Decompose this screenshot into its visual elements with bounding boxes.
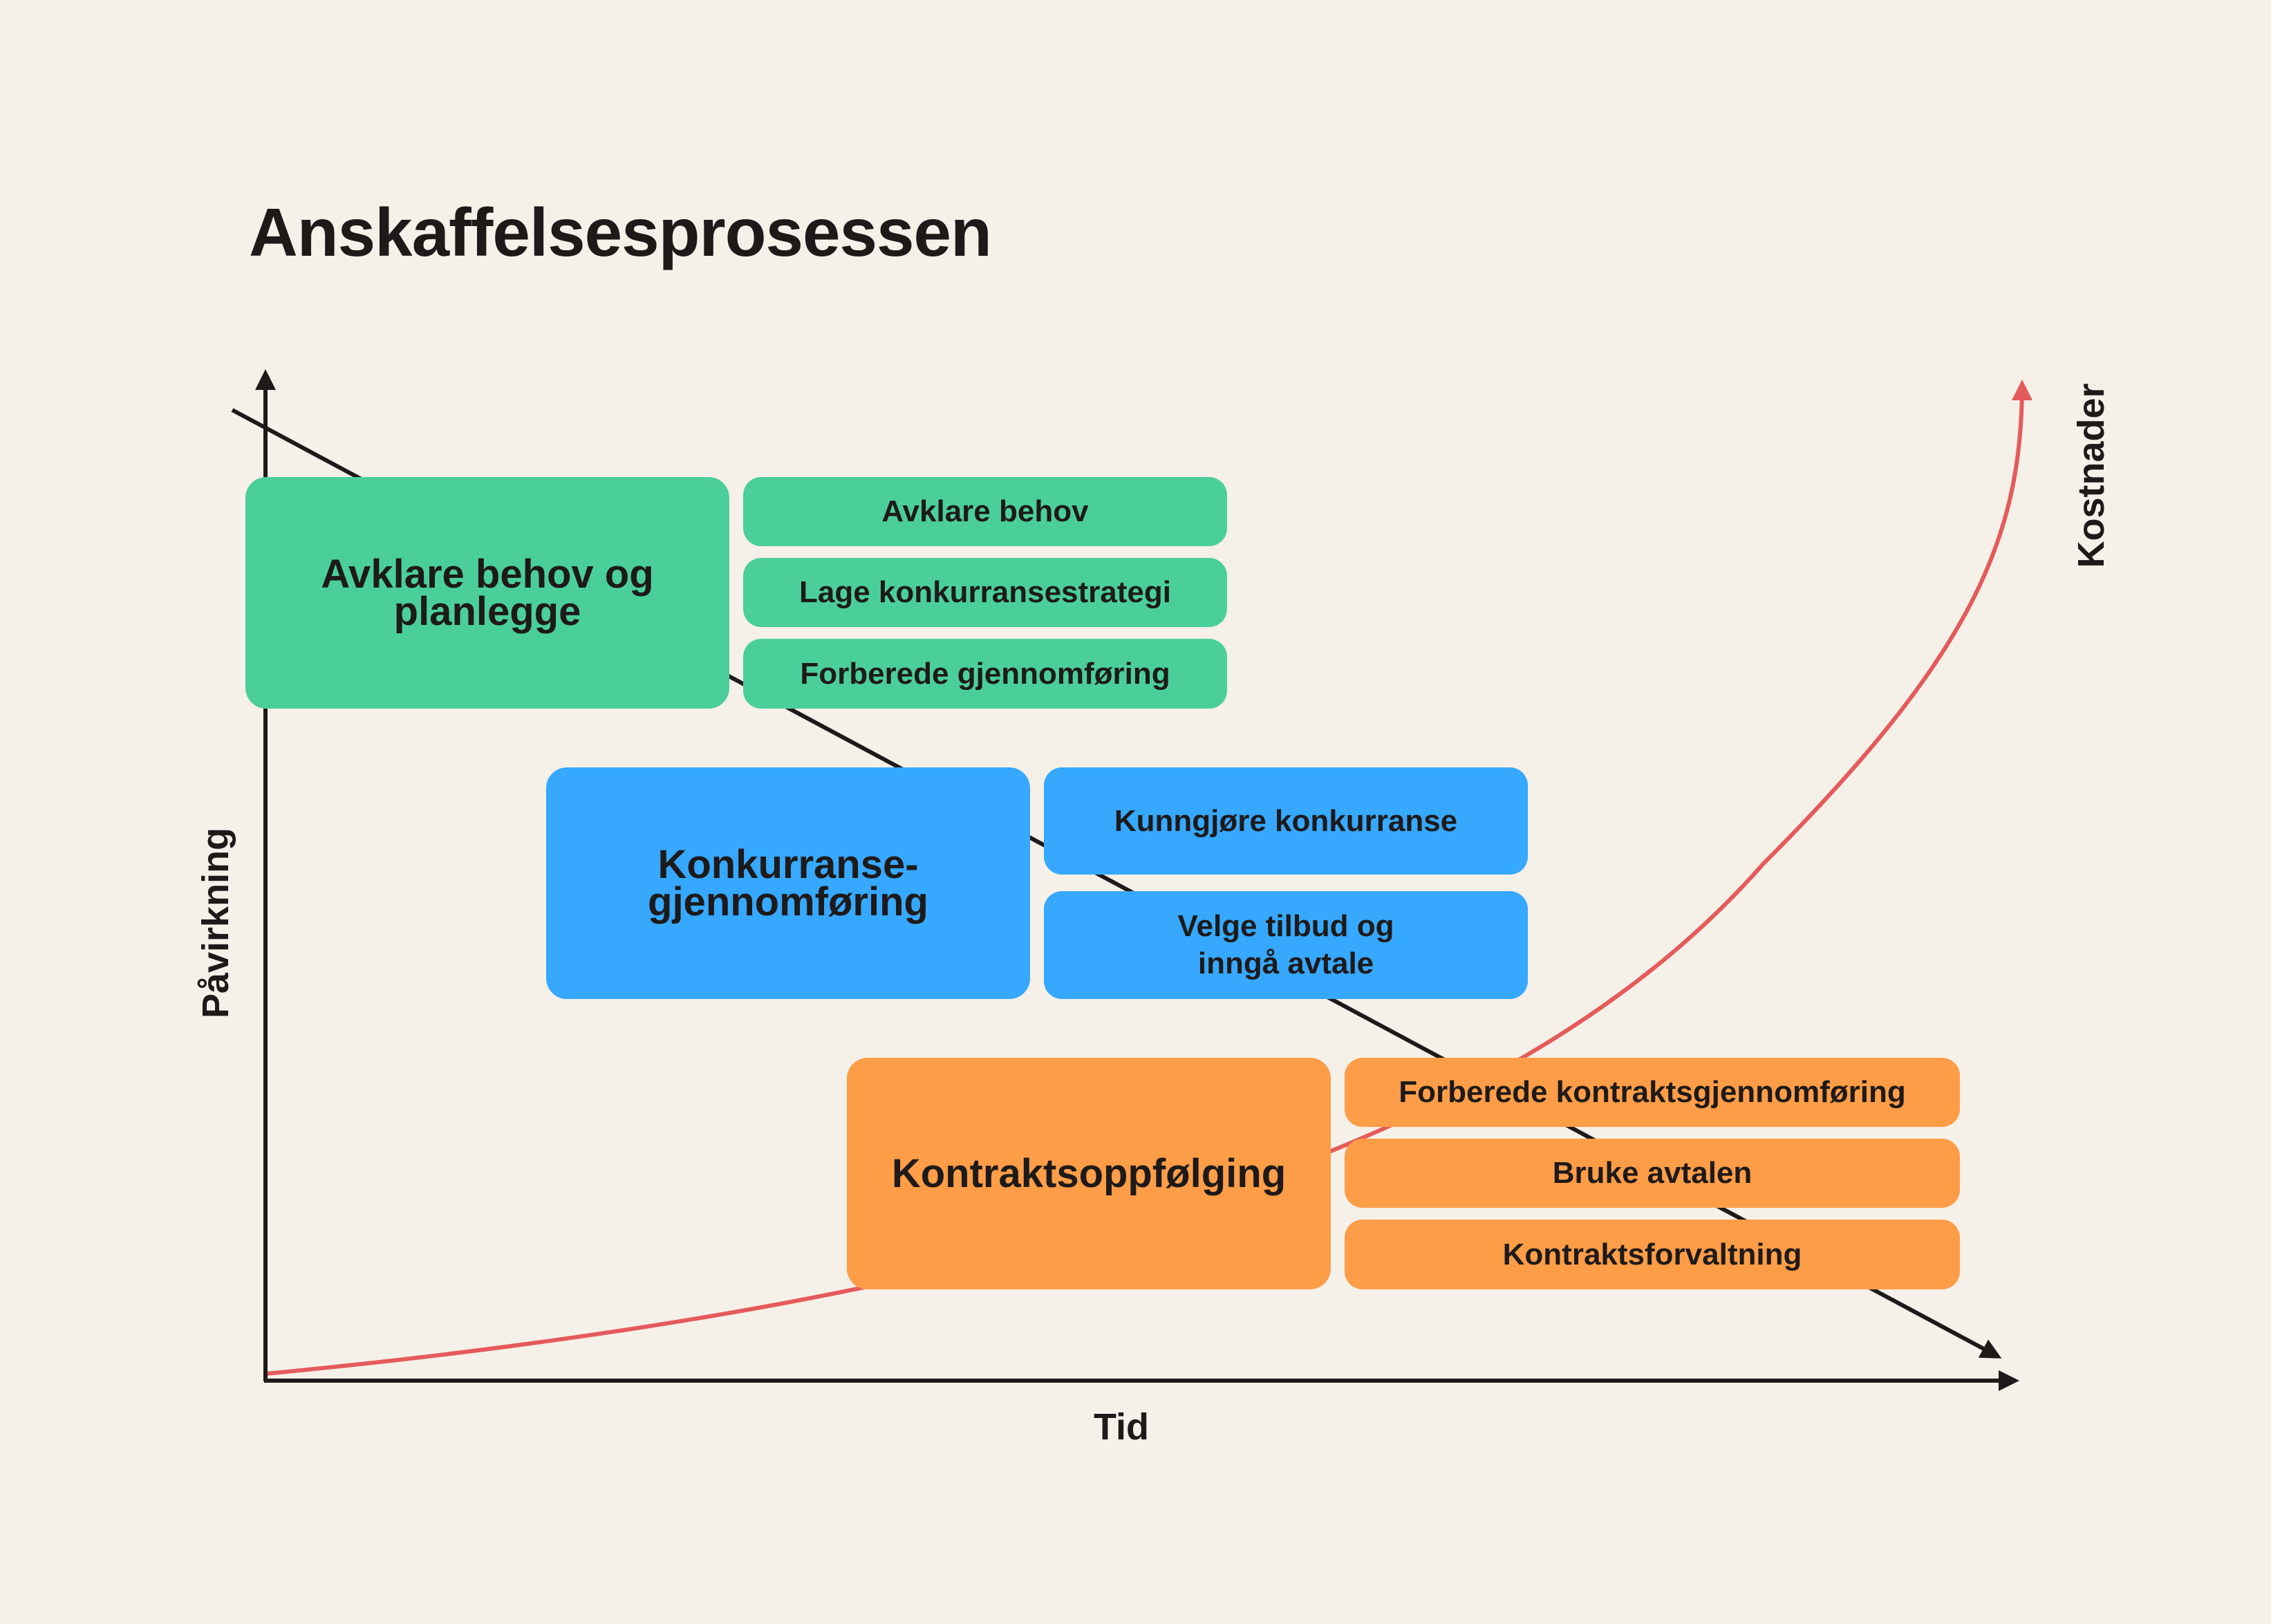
- step-label: Kunngjøre konkurranse: [1114, 803, 1458, 838]
- y-axis-label: Påvirkning: [195, 827, 236, 1019]
- cost-axis-label: Kostnader: [2071, 383, 2112, 568]
- step-box: Forberede gjennomføring: [743, 639, 1227, 709]
- step-label: Lage konkurransestrategi: [799, 575, 1171, 609]
- step-label: Avklare behov: [881, 494, 1089, 528]
- step-box: Kontraktsforvaltning: [1345, 1220, 1960, 1289]
- step-box: Lage konkurransestrategi: [743, 558, 1227, 627]
- phase-label: Kontraktsoppfølging: [891, 1150, 1287, 1196]
- step-label: Forberede gjennomføring: [800, 656, 1170, 691]
- phase-box-plan: Avklare behov og planlegge: [245, 477, 729, 709]
- step-label: Bruke avtalen: [1552, 1156, 1753, 1190]
- phase-label: Konkurranse- gjennomføring: [648, 841, 928, 924]
- step-label: Velge tilbud og inngå avtale: [1177, 909, 1394, 980]
- step-label: Kontraktsforvaltning: [1502, 1237, 1802, 1271]
- step-box: Bruke avtalen: [1345, 1139, 1960, 1208]
- diagram-title: Anskaffelsesprosessen: [249, 194, 992, 270]
- step-box: Avklare behov: [743, 477, 1227, 546]
- phase-box-contract: Kontraktsoppfølging: [847, 1058, 1331, 1289]
- step-box: Velge tilbud og inngå avtale: [1044, 891, 1528, 999]
- x-axis-label: Tid: [1094, 1406, 1149, 1448]
- phase-box-competition: Konkurranse- gjennomføring: [546, 767, 1030, 999]
- step-box: Forberede kontraktsgjennomføring: [1345, 1058, 1960, 1127]
- cost-curve: [265, 380, 2032, 1376]
- step-box: Kunngjøre konkurranse: [1044, 767, 1528, 875]
- phase-label: Avklare behov og planlegge: [321, 551, 654, 634]
- step-label: Forberede kontraktsgjennomføring: [1399, 1075, 1906, 1109]
